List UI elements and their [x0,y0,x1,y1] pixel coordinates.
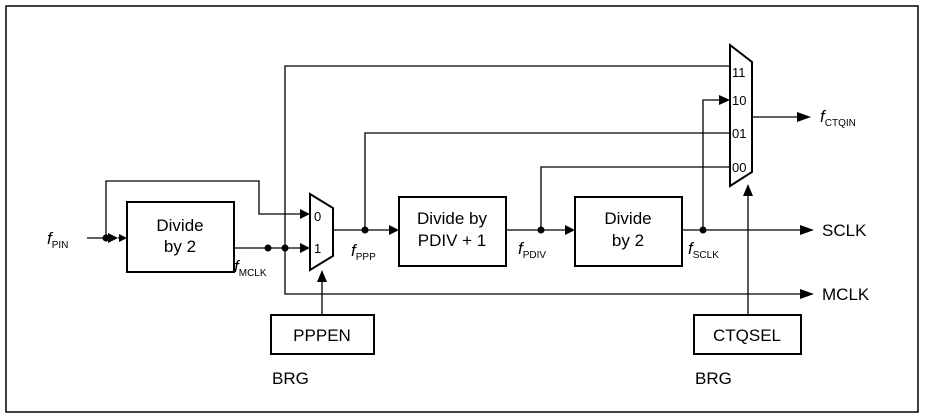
fpin-arrow [108,233,118,243]
ctqsel-register-name: BRG [695,369,732,388]
pppen-register-box [270,314,375,355]
fpin-label: fPIN [47,229,68,251]
mux4-in10-arrow [719,95,730,105]
fsclk-label: fSCLK [688,239,719,261]
mux2-in0-arrow [300,209,310,219]
mclk-arrow [800,289,814,299]
mux-2to1 [309,192,334,272]
mux4-in00-wire [540,166,730,230]
fpin-bypass-wire [105,180,300,238]
fctqin-label: fCTQIN [820,107,856,129]
fctqin-arrow [797,112,811,122]
divide-by-2-a-line2: by 2 [164,237,196,256]
mclk-output-label: MCLK [822,285,870,304]
fppp-label: fPPP [351,241,376,263]
pppen-label: PPPEN [293,326,351,345]
mux4-input-01: 01 [732,126,746,141]
divide-by-pdiv-line2: PDIV + 1 [418,231,487,250]
mux4-in11-wire [284,65,730,248]
pppen-register-name: BRG [272,369,309,388]
div2a-input-arrow [119,234,127,242]
divide-by-2-a-line1: Divide [156,216,203,235]
ctqsel-register-box [693,314,802,355]
divide-by-2-block-b [574,196,683,267]
pppen-select-arrow [317,270,327,282]
fpdiv-label: fPDIV [518,239,546,261]
mux-4to1 [729,42,753,188]
div2b-input-arrow [565,225,575,235]
mux4-in01-wire [364,132,730,230]
divide-by-2-block-a [126,201,235,273]
divide-by-pdiv-line1: Divide by [417,209,487,228]
sclk-arrow [800,225,814,235]
pdiv-input-arrow [389,225,399,235]
mux4-in10-wire [702,99,720,230]
sclk-output-label: SCLK [822,221,867,240]
divide-by-pdiv-block [398,196,507,267]
fmclk-label: fMCLK [234,257,267,279]
ctqsel-select-arrow [743,184,753,196]
mux4-input-10: 10 [732,93,746,108]
ctqsel-label: CTQSEL [713,326,781,345]
mux2-input-0: 0 [314,209,321,224]
mux4-input-11: 11 [732,65,746,80]
divide-by-2-b-line1: Divide [604,209,651,228]
mclk-wire [284,248,800,295]
mux2-in1-arrow [300,243,310,253]
fmclk-junction-a [264,244,272,252]
mux2-input-1: 1 [314,241,321,256]
mux4-input-00: 00 [732,160,746,175]
divide-by-2-b-line2: by 2 [612,231,644,250]
